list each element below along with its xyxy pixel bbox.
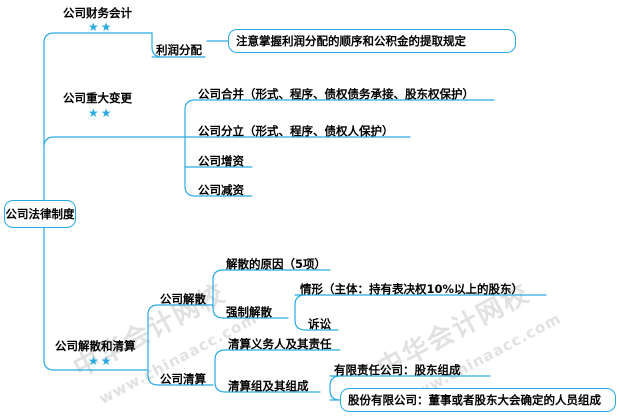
- branch2-star-rating: ★★: [88, 106, 114, 120]
- branch2-text: 公司重大变更: [63, 91, 132, 105]
- node-liquidation-group[interactable]: 清算组及其组成: [228, 379, 309, 393]
- node-liquidation[interactable]: 公司清算: [160, 372, 206, 386]
- node-profit-distribution[interactable]: 利润分配: [156, 43, 202, 57]
- branch-label-company-finance[interactable]: 公司财务会计: [63, 5, 132, 21]
- node-dissolution[interactable]: 公司解散: [160, 292, 206, 306]
- b3c2-bracket: [214, 349, 226, 393]
- node-capital-reduction[interactable]: 公司减资: [198, 183, 244, 197]
- branch3-text: 公司解散和清算: [55, 339, 136, 353]
- node-capital-increase[interactable]: 公司增资: [198, 154, 244, 168]
- branch1-text: 公司财务会计: [63, 6, 132, 20]
- b3c2-2-bracket: [329, 375, 341, 401]
- b3c1-bracket: [212, 269, 224, 319]
- branch2-stem: [43, 136, 186, 148]
- branch3-star-rating: ★★: [88, 354, 114, 368]
- node-forced-dissolution-circumstances[interactable]: 情形（主体：持有表决权10%以上的股东）: [300, 282, 524, 296]
- root-node[interactable]: 公司法律制度: [4, 200, 76, 228]
- node-division[interactable]: 公司分立（形式、程序、债权人保护）: [198, 124, 394, 138]
- root-label: 公司法律制度: [5, 207, 75, 221]
- b3c1-2-bracket: [294, 294, 306, 331]
- node-profit-distribution-note[interactable]: 注意掌握利润分配的顺序和公积金的提取规定: [228, 29, 516, 53]
- b2-bracket: [184, 99, 196, 197]
- node-llc-shareholders[interactable]: 有限责任公司：股东组成: [334, 363, 461, 377]
- node-joint-stock-company-members[interactable]: 股份有限公司：董事或者股东大会确定的人员组成: [340, 388, 616, 412]
- b3-bracket: [147, 304, 159, 386]
- node-merger[interactable]: 公司合并（形式、程序、债权债务承接、股东权保护）: [198, 87, 474, 101]
- node-liquidation-obligors[interactable]: 清算义务人及其责任: [228, 337, 332, 351]
- node-forced-dissolution-litigation[interactable]: 诉讼: [308, 317, 331, 331]
- node-forced-dissolution[interactable]: 强制解散: [226, 305, 272, 319]
- node-dissolution-reasons[interactable]: 解散的原因（5项）: [226, 257, 327, 271]
- branch-label-dissolution-liquidation[interactable]: 公司解散和清算: [55, 338, 136, 354]
- branch-label-major-changes[interactable]: 公司重大变更: [63, 90, 132, 106]
- branch1-star-rating: ★★: [88, 20, 114, 34]
